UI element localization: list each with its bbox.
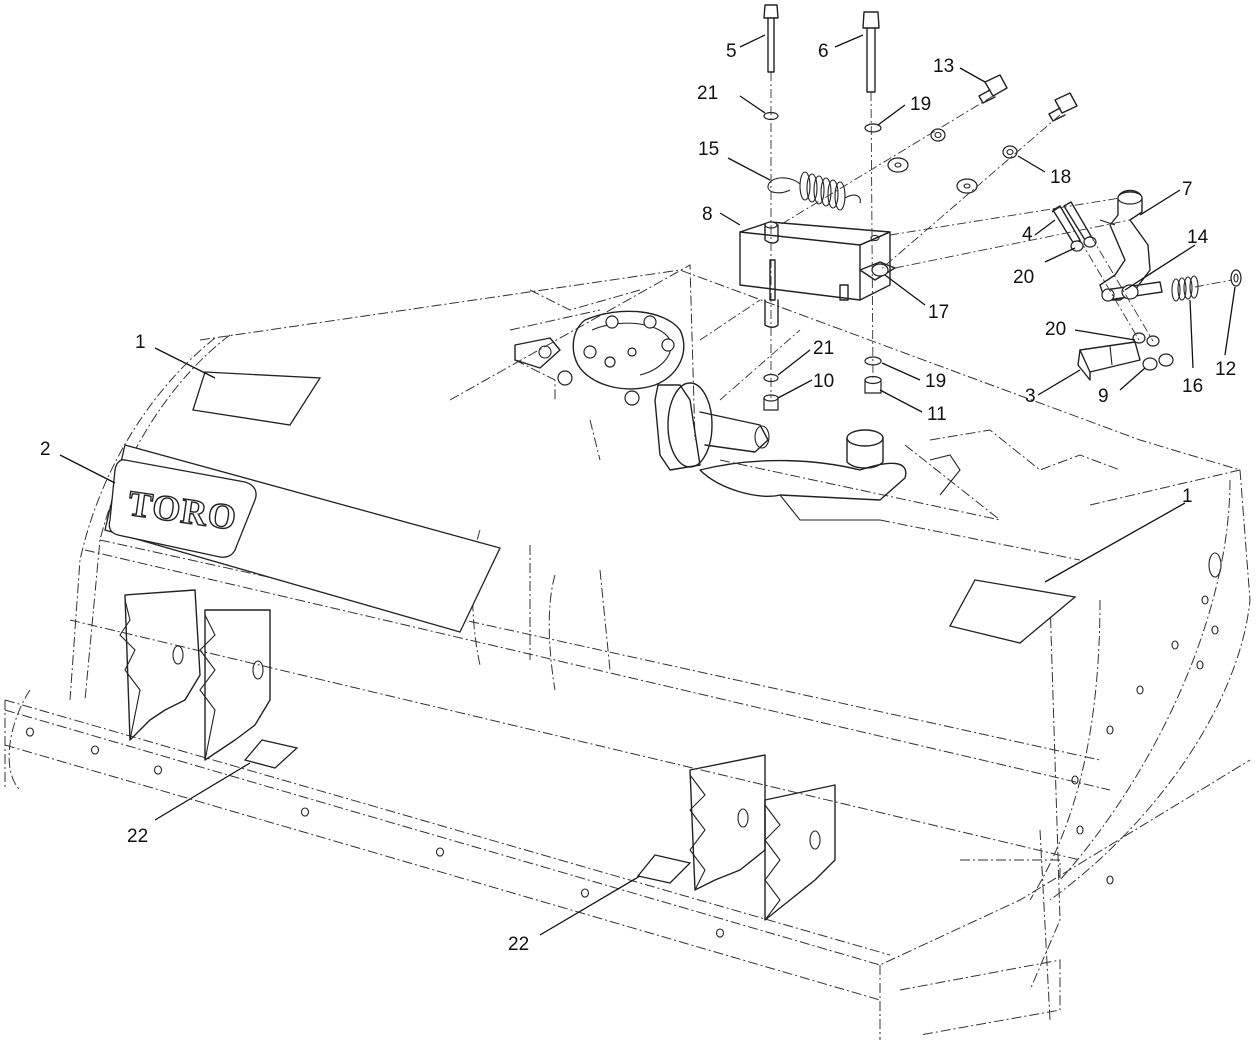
- extension-spring-15: [767, 171, 861, 211]
- leader-lines: [59, 34, 1236, 936]
- callout-21-bottom: 21: [813, 338, 834, 359]
- toro-logo-decal: TORO: [104, 444, 501, 633]
- washer-left: [887, 157, 909, 173]
- mounting-holes: [25, 552, 1222, 938]
- bolt-6: [862, 11, 880, 93]
- washer-right: [956, 178, 978, 194]
- decal-top-right: [949, 579, 1077, 644]
- bushing-left: [930, 128, 946, 142]
- washer-19-top: [864, 123, 882, 133]
- explode-lines: [699, 72, 1233, 401]
- callout-6: 6: [818, 41, 829, 62]
- gearbox: [514, 310, 770, 471]
- callout-7: 7: [1182, 179, 1193, 200]
- callout-10: 10: [813, 371, 834, 392]
- callout-22-right: 22: [508, 934, 529, 955]
- latch-arm-7: [1099, 189, 1151, 301]
- washer-19-bottom: [864, 356, 882, 366]
- callout-20-bottom: 20: [1045, 319, 1066, 340]
- callout-1-left: 1: [135, 332, 146, 353]
- bushing-18: [1002, 145, 1018, 159]
- mounting-bracket: [739, 221, 896, 328]
- callout-19-top: 19: [910, 94, 931, 115]
- callout-20-top: 20: [1013, 267, 1034, 288]
- callout-17: 17: [928, 302, 949, 323]
- callout-1-right: 1: [1182, 486, 1193, 507]
- callout-21-top: 21: [697, 83, 718, 104]
- callout-16: 16: [1182, 376, 1203, 397]
- callout-22-left: 22: [127, 826, 148, 847]
- decal-small-right: [636, 854, 692, 884]
- callout-9: 9: [1098, 386, 1109, 407]
- callout-2: 2: [40, 439, 51, 460]
- bolt-5: [763, 4, 779, 73]
- callout-labels: 1 1 2 3 4 5 6 7 8 9 10 11 12 13 14 15 16…: [40, 41, 1236, 955]
- retaining-ring-12: [1230, 269, 1242, 287]
- rake-tines-left: [119, 589, 271, 761]
- decal-top-left: [192, 371, 322, 426]
- wear-block-3: [1077, 341, 1141, 381]
- nuts-9: [1142, 353, 1174, 371]
- washers-20-bottom: [1132, 332, 1160, 347]
- bolts-4: [1051, 201, 1092, 245]
- callout-19-bottom: 19: [925, 371, 946, 392]
- rake-tines-right: [689, 754, 836, 921]
- callout-8: 8: [702, 204, 713, 225]
- callout-3: 3: [1025, 386, 1036, 407]
- callout-11: 11: [927, 404, 947, 425]
- callout-18: 18: [1050, 167, 1071, 188]
- compression-spring-16: [1171, 275, 1199, 302]
- nut-11: [864, 375, 882, 394]
- bolt-upper: [1048, 92, 1078, 122]
- callout-12: 12: [1215, 359, 1236, 380]
- callout-14: 14: [1187, 227, 1209, 248]
- callout-13: 13: [933, 56, 954, 77]
- callout-5: 5: [726, 41, 737, 62]
- washers-20-top: [1070, 236, 1097, 252]
- pivot-mount: [699, 429, 961, 521]
- decal-small-left: [243, 739, 299, 769]
- callout-15: 15: [698, 139, 719, 160]
- deck-housing: [4, 264, 1251, 1040]
- bolt-13: [978, 74, 1008, 104]
- nut-10: [763, 394, 779, 411]
- callout-4: 4: [1022, 224, 1033, 245]
